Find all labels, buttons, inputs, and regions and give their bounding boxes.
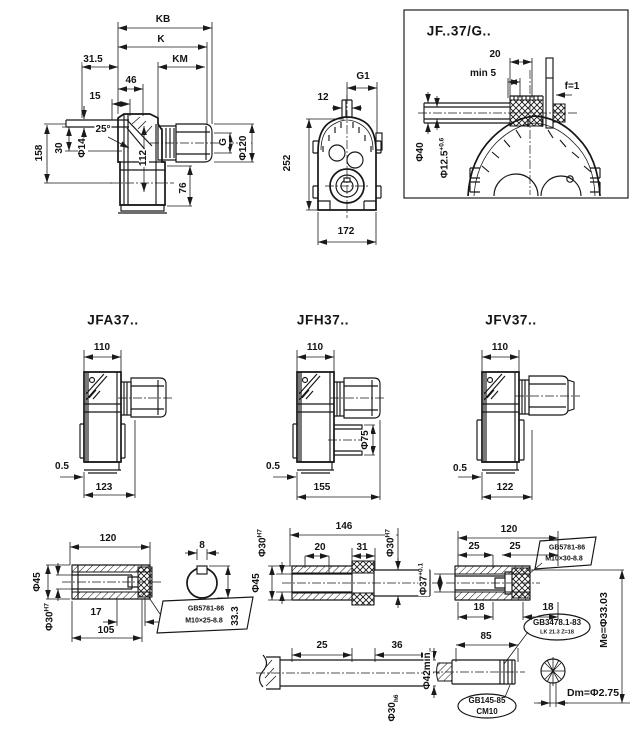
tolerance-sup: +0.6 bbox=[438, 137, 446, 151]
dim-g1: G1 bbox=[355, 71, 371, 82]
shaftv-spline-callout-line2: LK 21.3 Z=18 bbox=[540, 629, 574, 636]
bore-base: Φ30 bbox=[386, 702, 398, 722]
detail-title: JF..37/G.. bbox=[425, 23, 493, 39]
jfh-dim-110: 110 bbox=[305, 342, 325, 353]
shaftv-bolt-callout-line2: M10×30-8.8 bbox=[545, 555, 583, 563]
dim-252: 252 bbox=[282, 153, 293, 173]
shaft-a-linework bbox=[45, 542, 254, 642]
bore-base: Φ30 bbox=[44, 611, 56, 631]
shaftv-dim-phi37: Φ37+0.1 bbox=[417, 561, 430, 597]
dim-phi12-5-base: Φ12.5 bbox=[439, 150, 451, 179]
dim-phi120: Φ120 bbox=[238, 134, 249, 162]
shaftv-dim-18a: 18 bbox=[472, 602, 486, 613]
jfv-dim-0-5: 0.5 bbox=[452, 463, 468, 474]
jfa-dim-0-5: 0.5 bbox=[54, 461, 70, 472]
dim-angle-25: 25° bbox=[94, 124, 112, 135]
shaftv-spline-callout-line1: GB3478.1-83 bbox=[532, 618, 582, 627]
dim-k: K bbox=[156, 34, 166, 45]
shafth-dim-20: 20 bbox=[313, 542, 327, 553]
shaftv-bolt-callout-line1: GB5781-86 bbox=[548, 544, 586, 552]
shafth-dim-phi45: Φ45 bbox=[251, 572, 262, 594]
jfh-dim-155: 155 bbox=[312, 482, 332, 493]
shafta-dim-phi45: Φ45 bbox=[32, 571, 43, 593]
shaftv-dim-18b: 18 bbox=[541, 602, 555, 613]
dim-phi14: Φ14 bbox=[77, 137, 88, 159]
jfv-dim-122: 122 bbox=[495, 482, 515, 493]
detail-box-linework bbox=[403, 9, 629, 199]
jfa-dim-123: 123 bbox=[94, 482, 114, 493]
tolerance-sup: H7 bbox=[384, 529, 392, 538]
shafta-dim-8: 8 bbox=[198, 540, 206, 551]
variant-title-jfv37: JFV37.. bbox=[484, 312, 538, 328]
shafth-dim-36: 36 bbox=[390, 640, 404, 651]
tolerance-sup: +0.1 bbox=[417, 562, 425, 576]
dim-kb: KB bbox=[154, 14, 172, 25]
shaft-v-linework bbox=[430, 531, 630, 719]
dim-31-5: 31.5 bbox=[82, 54, 104, 65]
shaftv-dim-me: Me=Φ33.03 bbox=[597, 591, 610, 649]
tolerance-sup: H7 bbox=[43, 603, 51, 612]
jfh-dim-phi75: Φ75 bbox=[360, 429, 371, 451]
shaftv-dim-85: 85 bbox=[479, 631, 493, 642]
dim-phi12-5: Φ12.5+0.6 bbox=[438, 136, 451, 180]
bore-base: Φ37 bbox=[418, 575, 430, 596]
dim-30: 30 bbox=[54, 141, 65, 155]
dim-min5: min 5 bbox=[468, 68, 498, 79]
dim-phi40: Φ40 bbox=[415, 141, 426, 163]
shaftv-dim-phi42min: Φ42min bbox=[422, 651, 433, 691]
shaft-h-linework bbox=[256, 528, 440, 698]
shafth-dim-phi30h7-right: Φ30H7 bbox=[384, 528, 397, 558]
dim-f1: f=1 bbox=[563, 81, 581, 92]
shafta-dim-120: 120 bbox=[98, 533, 118, 544]
dim-km: KM bbox=[171, 54, 189, 65]
dim-172: 172 bbox=[336, 226, 356, 237]
shafta-dim-phi30h7: Φ30H7 bbox=[43, 602, 56, 632]
shafta-dim-105: 105 bbox=[96, 625, 116, 636]
bore-base: Φ30 bbox=[385, 537, 397, 557]
shafth-dim-phi30h6: Φ30h6 bbox=[386, 693, 401, 723]
shaftv-center-callout-line1: GB145-85 bbox=[468, 696, 506, 705]
jfa-dim-110: 110 bbox=[92, 342, 112, 353]
shaftv-dim-120: 120 bbox=[499, 524, 519, 535]
variant-title-jfa37: JFA37.. bbox=[86, 312, 140, 328]
shafta-callout-line2: M10×25-8.8 bbox=[185, 617, 223, 625]
bore-base: Φ30 bbox=[257, 537, 269, 557]
jfv37-linework bbox=[458, 350, 580, 500]
variant-title-jfh37: JFH37.. bbox=[295, 312, 351, 328]
shaftv-dim-25b: 25 bbox=[508, 541, 522, 552]
dim-158: 158 bbox=[34, 143, 45, 163]
tolerance-sub: h6 bbox=[392, 694, 400, 703]
shafta-dim-33-3: 33.3 bbox=[230, 605, 241, 627]
jfa37-linework bbox=[60, 350, 172, 498]
dim-46: 46 bbox=[124, 75, 138, 86]
dim-12: 12 bbox=[316, 92, 330, 103]
shafth-dim-25: 25 bbox=[315, 640, 329, 651]
jfv-dim-110: 110 bbox=[490, 342, 510, 353]
dim-g: G bbox=[218, 137, 229, 147]
shaftv-dim-25a: 25 bbox=[467, 541, 481, 552]
front-view-linework bbox=[306, 82, 383, 245]
jfh-dim-0-5: 0.5 bbox=[265, 461, 281, 472]
shafth-dim-phi30h7-left: Φ30H7 bbox=[256, 528, 269, 558]
shaftv-center-callout-line2: CM10 bbox=[476, 707, 498, 716]
shafth-dim-146: 146 bbox=[334, 521, 354, 532]
shafth-dim-31: 31 bbox=[355, 542, 369, 553]
shafta-callout-line1: GB5781-86 bbox=[187, 605, 225, 613]
dim-112: 112 bbox=[138, 148, 149, 168]
side-view-linework bbox=[44, 22, 255, 214]
jfh37-linework bbox=[273, 350, 386, 500]
dim-76: 76 bbox=[178, 181, 189, 195]
dim-20: 20 bbox=[488, 49, 502, 60]
dim-15: 15 bbox=[88, 91, 102, 102]
shaftv-dim-dm: Dm=Φ2.75 bbox=[565, 686, 621, 699]
shafta-dim-17: 17 bbox=[89, 607, 103, 618]
tolerance-sup: H7 bbox=[256, 529, 264, 538]
